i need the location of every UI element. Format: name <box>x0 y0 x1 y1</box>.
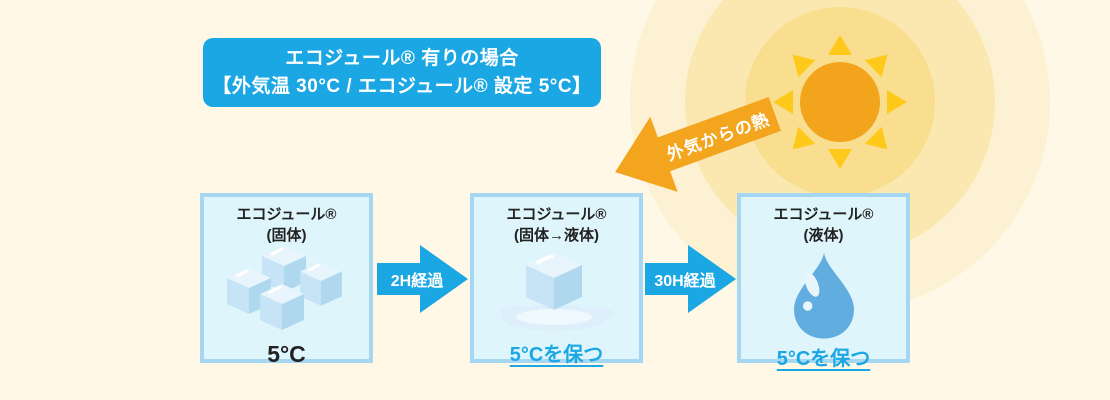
title-line-2: 【外気温 30°C / エコジュール® 設定 5°C】 <box>212 75 592 97</box>
stage-name: エコジュール® <box>236 206 337 223</box>
transition-label: 30H経過 <box>654 273 716 290</box>
stage-header: エコジュール® (液体) <box>773 204 873 246</box>
transition-arrow-2: 30H経過 <box>645 245 736 313</box>
stage-state: (固体) <box>266 227 307 244</box>
stage-box-liquid: エコジュール® (液体) 5°Cを保つ <box>737 193 910 370</box>
stage-header: エコジュール® (固体) <box>236 204 336 246</box>
stage-state: (固体→液体) <box>513 227 599 244</box>
transition-arrow-1: 2H経過 <box>377 245 468 313</box>
water-drop-icon <box>774 246 874 342</box>
stage-temp: 5°C <box>267 341 306 367</box>
stage-box-melting: エコジュール® (固体→液体) 5°Cを保つ <box>470 193 643 366</box>
right-arrow-shape <box>645 245 736 313</box>
stage-name: エコジュール® <box>773 206 874 223</box>
ice-cubes-icon <box>222 246 352 341</box>
title-box: エコジュール® 有りの場合 【外気温 30°C / エコジュール® 設定 5°C… <box>203 38 601 107</box>
stage-state: (液体) <box>803 227 844 244</box>
heat-arrow: 外気からの熱 <box>601 74 789 211</box>
stage-temp: 5°Cを保つ <box>776 348 871 370</box>
stage-header: エコジュール® (固体→液体) <box>506 204 606 246</box>
title-line-1: エコジュール® 有りの場合 <box>285 47 519 69</box>
transition-label: 2H経過 <box>390 273 444 290</box>
stage-name: エコジュール® <box>506 206 607 223</box>
melting-ice-icon <box>492 246 622 338</box>
heat-arrow-shape <box>615 97 782 192</box>
stage-box-solid: エコジュール® (固体) <box>200 193 373 367</box>
sun-icon <box>773 35 907 169</box>
stage-temp: 5°Cを保つ <box>509 344 604 366</box>
right-arrow-shape <box>377 245 468 313</box>
